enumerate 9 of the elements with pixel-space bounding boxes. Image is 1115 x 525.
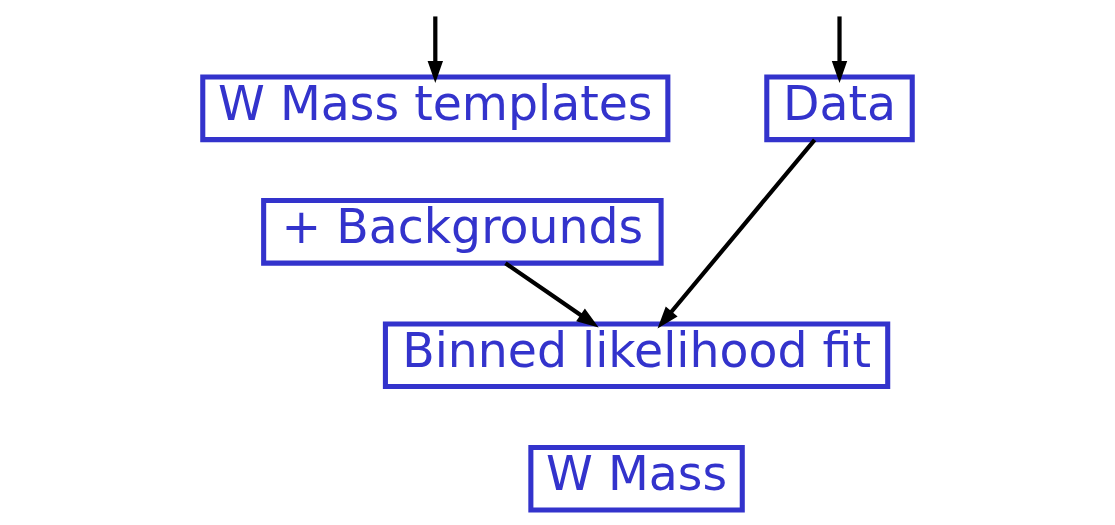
- node-box: + Backgrounds: [261, 198, 664, 266]
- arrow: [504, 261, 599, 328]
- node-box: Binned likelihood fit: [382, 321, 891, 390]
- arrow: [427, 16, 443, 84]
- node-box: W Mass templates: [200, 74, 671, 143]
- arrow: [831, 16, 848, 84]
- arrow: [657, 138, 817, 329]
- node-box: Data: [764, 74, 915, 143]
- node-box: W Mass: [528, 444, 745, 513]
